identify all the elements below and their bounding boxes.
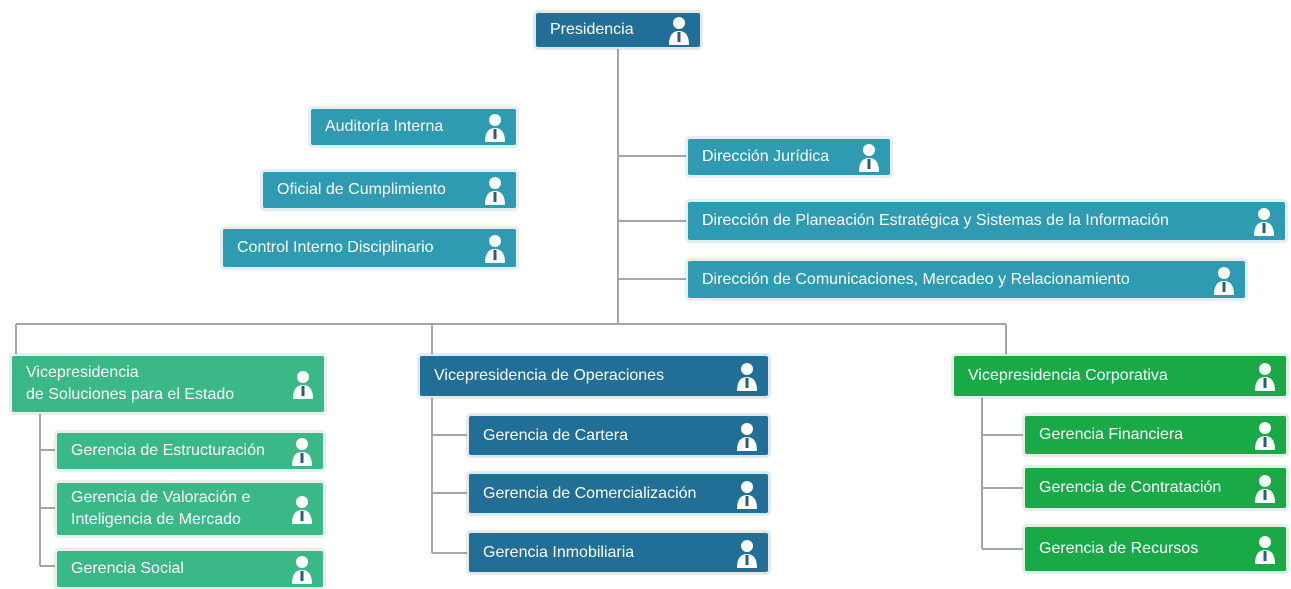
person-icon — [1255, 363, 1275, 391]
unit-node-contratacion[interactable]: Gerencia de Contratación — [1023, 466, 1288, 510]
unit-label: Gerencia Financiera — [1039, 426, 1184, 443]
person-icon — [737, 539, 757, 568]
person-icon — [859, 144, 879, 172]
unit-node-social[interactable]: Gerencia Social — [55, 549, 325, 589]
unit-label: Gerencia de Comercialización — [483, 484, 697, 502]
vp-corporativa-label: Vicepresidencia Corporativa — [968, 367, 1168, 384]
person-icon — [485, 114, 505, 142]
unit-node-inmobiliaria[interactable]: Gerencia Inmobiliaria — [467, 531, 770, 574]
person-icon — [737, 363, 757, 391]
staff-node-comunicaciones[interactable]: Dirección de Comunicaciones, Mercadeo y … — [686, 259, 1247, 300]
staff-label: Dirección de Comunicaciones, Mercadeo y … — [702, 270, 1130, 288]
staff-node-control-interno[interactable]: Control Interno Disciplinario — [221, 227, 518, 269]
person-icon — [485, 235, 505, 263]
vp-operaciones-node[interactable]: Vicepresidencia de Operaciones — [418, 354, 770, 398]
unit-label: Gerencia de Contratación — [1039, 479, 1222, 496]
unit-label: Gerencia Social — [71, 560, 184, 577]
unit-node-valoracion[interactable]: Gerencia de Valoración e Inteligencia de… — [55, 481, 325, 537]
vp-estado-node[interactable]: Vicepresidencia de Soluciones para el Es… — [10, 354, 326, 414]
person-icon — [669, 17, 689, 45]
unit-node-financiera[interactable]: Gerencia Financiera — [1023, 414, 1288, 456]
staff-label: Oficial de Cumplimiento — [277, 181, 446, 198]
person-icon — [292, 438, 312, 466]
person-icon — [293, 371, 313, 399]
unit-label: Gerencia Inmobiliaria — [483, 543, 635, 561]
person-icon — [737, 480, 757, 509]
vp-operaciones-label: Vicepresidencia de Operaciones — [434, 367, 665, 384]
unit-node-comercializacion[interactable]: Gerencia de Comercialización — [467, 472, 770, 515]
unit-label: Gerencia de Estructuración — [71, 442, 265, 459]
person-icon — [1214, 266, 1234, 295]
unit-label: Gerencia de Valoración e Inteligencia de… — [71, 489, 251, 528]
unit-label: Gerencia de Cartera — [483, 426, 628, 444]
person-icon — [1254, 208, 1274, 236]
staff-label: Control Interno Disciplinario — [237, 239, 434, 256]
staff-node-cumplimiento[interactable]: Oficial de Cumplimiento — [261, 170, 518, 210]
person-icon — [1255, 422, 1275, 450]
unit-label: Gerencia de Recursos — [1039, 540, 1199, 557]
staff-label: Dirección Jurídica — [702, 148, 830, 165]
presidencia-label: Presidencia — [550, 21, 634, 38]
person-icon — [292, 496, 312, 524]
staff-node-auditoria[interactable]: Auditoría Interna — [309, 107, 518, 147]
vp-estado-label: Vicepresidencia de Soluciones para el Es… — [26, 364, 235, 403]
unit-node-cartera[interactable]: Gerencia de Cartera — [467, 414, 770, 457]
person-icon — [1255, 475, 1275, 503]
staff-label: Auditoría Interna — [325, 118, 444, 135]
unit-node-estructuracion[interactable]: Gerencia de Estructuración — [55, 431, 325, 471]
staff-node-planeacion[interactable]: Dirección de Planeación Estratégica y Si… — [686, 200, 1287, 242]
person-icon — [292, 556, 312, 584]
vp-corporativa-node[interactable]: Vicepresidencia Corporativa — [952, 354, 1288, 398]
person-icon — [485, 177, 505, 205]
presidencia-node[interactable]: Presidencia — [534, 11, 702, 49]
unit-node-recursos[interactable]: Gerencia de Recursos — [1023, 525, 1288, 573]
staff-node-juridica[interactable]: Dirección Jurídica — [686, 137, 892, 177]
person-icon — [1255, 536, 1275, 564]
staff-label: Dirección de Planeación Estratégica y Si… — [702, 212, 1169, 229]
person-icon — [737, 422, 757, 451]
